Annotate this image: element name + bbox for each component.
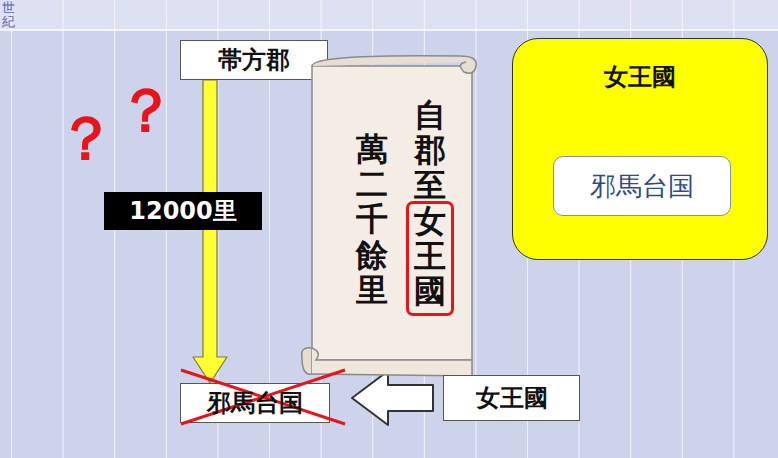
- scroll-document: 自郡至女王國萬二千餘里: [298, 52, 480, 382]
- crossed-out-box: 邪馬台国: [180, 383, 330, 423]
- node-label: 女王國: [604, 61, 676, 93]
- question-mark: ？: [56, 108, 116, 168]
- question-mark: ？: [116, 80, 176, 140]
- node-label: 帯方郡: [218, 44, 290, 76]
- edge-label: 12000里: [104, 192, 262, 230]
- place-box: 女王國: [443, 375, 580, 421]
- vertical-text: 自郡至女王國: [414, 98, 446, 309]
- node-label: 邪馬台国: [207, 387, 303, 419]
- country-box: 邪馬台国: [553, 156, 731, 216]
- node-label: 邪馬台国: [590, 169, 694, 204]
- corner-mark: 世紀: [2, 1, 15, 30]
- cross-line: [181, 370, 345, 424]
- place-box: 帯方郡: [180, 40, 328, 80]
- vertical-text: 萬二千餘里: [356, 132, 388, 308]
- region-box: 邪馬台国女王國: [512, 38, 768, 260]
- block-arrow: [352, 371, 433, 425]
- block-arrow: [193, 80, 227, 383]
- node-label: 女王國: [476, 382, 548, 414]
- cross-line: [181, 370, 345, 424]
